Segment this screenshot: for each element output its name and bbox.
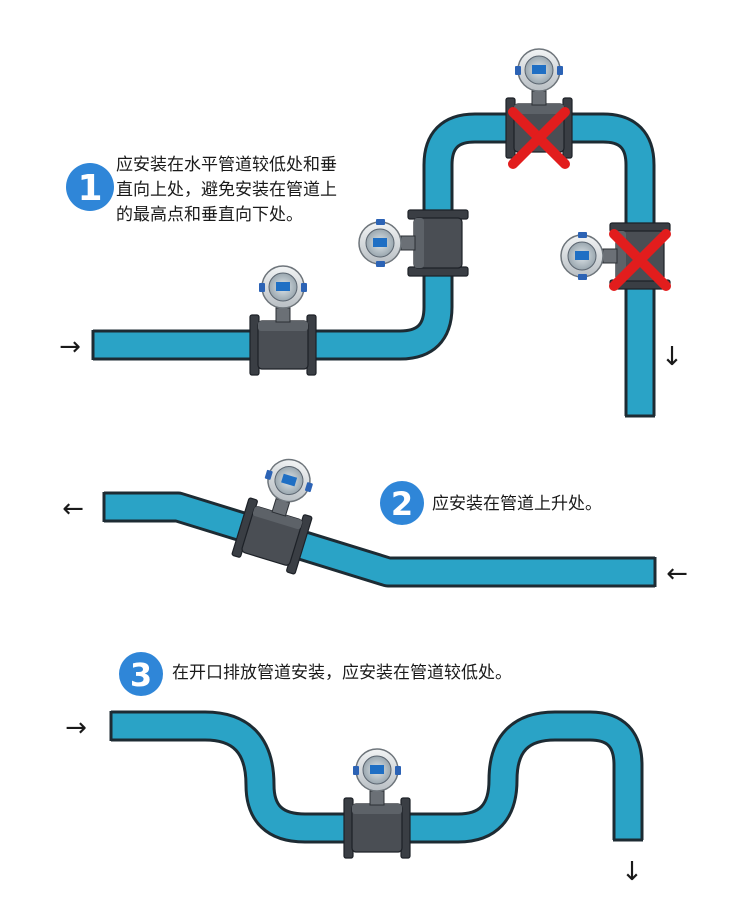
- flow-arrow-icon: ↓: [621, 857, 643, 887]
- flowmeter-icon: [343, 748, 411, 859]
- section-3-pipeline: [109, 710, 644, 844]
- section-1-line-2: 直向上处，避免安装在管道上: [116, 180, 337, 200]
- section-2-line-1: 应安装在管道上升处。: [432, 494, 602, 514]
- section-1-line-3: 的最高点和垂直向下处。: [116, 205, 303, 225]
- section-1-line-1: 应安装在水平管道较低处和垂: [116, 155, 337, 175]
- section-1-badge-number: 1: [77, 168, 102, 209]
- section-2-badge: 2: [380, 481, 424, 525]
- section-3-badge-number: 3: [130, 656, 152, 694]
- section-1-pipeline: [91, 112, 656, 418]
- section-3-badge: 3: [119, 652, 163, 696]
- flow-arrow-icon: ↓: [661, 342, 683, 372]
- section-3-note: 在开口排放管道安装，应安装在管道较低处。: [172, 661, 512, 686]
- flow-arrow-icon: →: [65, 713, 87, 743]
- flowmeter-icon: [249, 265, 317, 376]
- flow-arrow-icon: →: [59, 332, 81, 362]
- section-2-badge-number: 2: [391, 485, 413, 523]
- section-2-note: 应安装在管道上升处。: [432, 492, 602, 517]
- section-1-note: 应安装在水平管道较低处和垂 直向上处，避免安装在管道上 的最高点和垂直向下处。: [116, 153, 406, 228]
- flow-arrow-icon: ←: [62, 494, 84, 524]
- section-1-badge: 1: [66, 163, 114, 211]
- section-3-line-1: 在开口排放管道安装，应安装在管道较低处。: [172, 663, 512, 683]
- flow-arrow-icon: ←: [666, 559, 688, 589]
